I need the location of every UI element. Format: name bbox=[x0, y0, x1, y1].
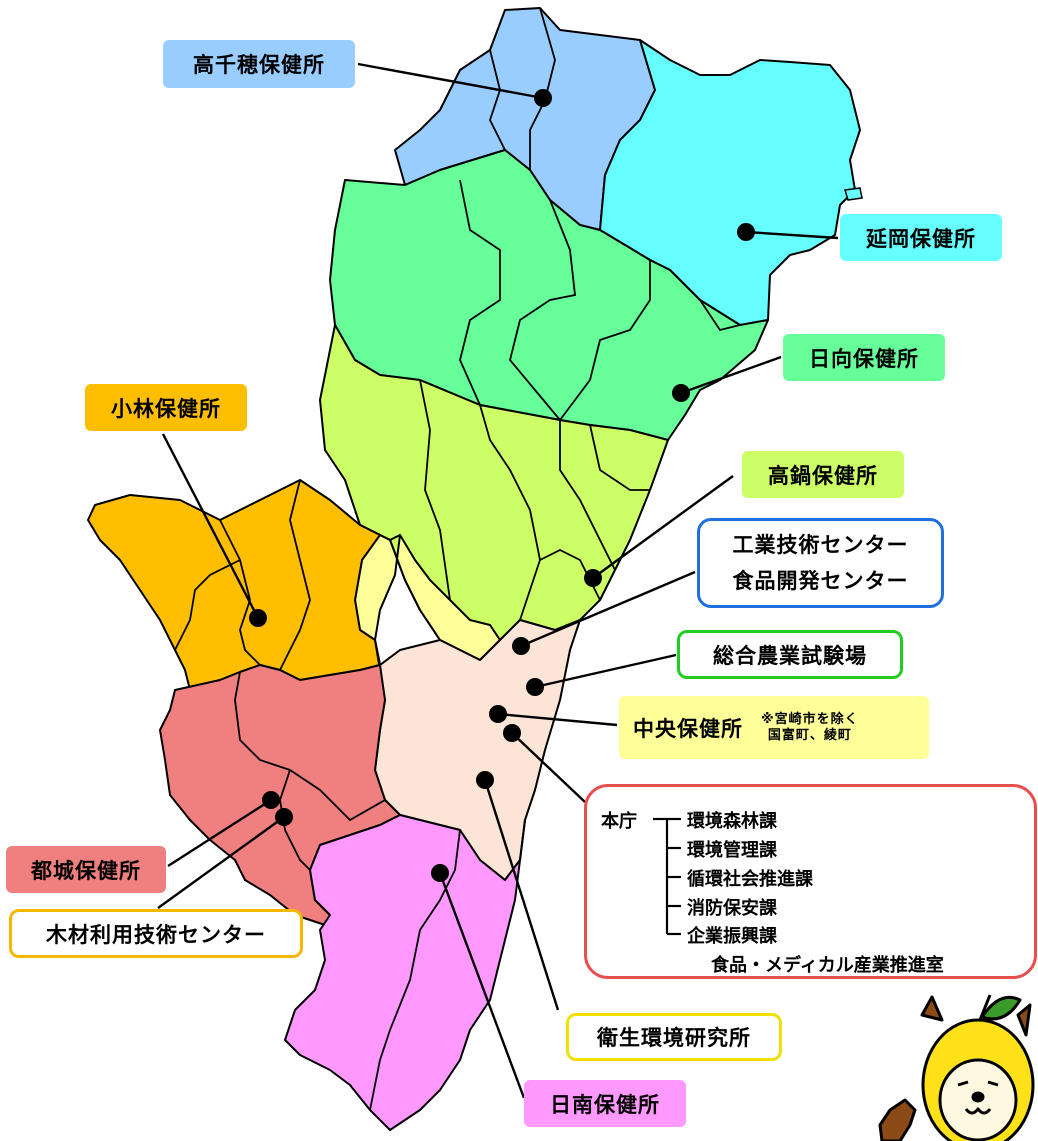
label-nobeoka-health-center: 延岡保健所 bbox=[840, 214, 1002, 261]
leader-nogyo bbox=[534, 653, 677, 689]
label-text: 木材利用技術センター bbox=[46, 922, 266, 947]
location-dot-kogyo bbox=[512, 637, 530, 655]
department-item: 環境森林課 bbox=[687, 811, 777, 832]
label-text: 高千穂保健所 bbox=[193, 53, 325, 77]
location-dot-eisei bbox=[476, 771, 494, 789]
label-chuo-health-center: 中央保健所 ※宮崎市を除く 国富町、綾町 bbox=[619, 696, 929, 759]
leader-mokuzai bbox=[157, 816, 285, 909]
leader-chuo bbox=[497, 712, 618, 727]
location-dot-nobeoka bbox=[737, 223, 755, 241]
label-health-environment-institute: 衛生環境研究所 bbox=[566, 1013, 782, 1061]
location-dot-nogyo bbox=[526, 678, 544, 696]
label-hyuga-health-center: 日向保健所 bbox=[783, 334, 945, 381]
leader-honcho bbox=[511, 732, 586, 803]
location-dot-miyakonojo bbox=[262, 791, 280, 809]
department-item: 消防保安課 bbox=[687, 898, 777, 919]
label-text: 高鍋保健所 bbox=[768, 463, 878, 488]
label-text-line2: 食品開発センター bbox=[732, 569, 909, 593]
label-text: 小林保健所 bbox=[111, 396, 221, 421]
leader-kobayashi bbox=[161, 433, 260, 619]
location-dot-honcho bbox=[503, 724, 521, 742]
leader-kogyo bbox=[520, 570, 696, 648]
department-item: 企業振興課 bbox=[687, 926, 777, 947]
label-text: 総合農業試験場 bbox=[713, 643, 867, 668]
region-kobayashi bbox=[87, 479, 381, 691]
headquarters-title: 本庁 bbox=[601, 811, 637, 832]
leader-nichinan bbox=[438, 872, 526, 1099]
label-miyakonojo-health-center: 都城保健所 bbox=[6, 846, 166, 893]
location-dot-hyuga bbox=[672, 384, 690, 402]
location-dot-chuo bbox=[489, 705, 507, 723]
department-item: 環境管理課 bbox=[687, 840, 777, 861]
leader-miyakonojo bbox=[167, 798, 272, 868]
label-text: 日南保健所 bbox=[550, 1092, 660, 1117]
label-text-line1: 工業技術センター bbox=[732, 533, 909, 557]
leader-eisei bbox=[483, 779, 560, 1011]
region-nobeoka bbox=[599, 39, 861, 326]
location-dot-takanabe bbox=[584, 569, 602, 587]
leader-hyuga bbox=[680, 355, 782, 395]
leader-takanabe bbox=[592, 475, 734, 579]
label-agricultural-experiment-station: 総合農業試験場 bbox=[677, 630, 903, 679]
location-dot-takachiho bbox=[534, 89, 552, 107]
label-nichinan-health-center: 日南保健所 bbox=[524, 1080, 686, 1127]
label-takanabe-health-center: 高鍋保健所 bbox=[742, 451, 904, 498]
leader-takachiho bbox=[357, 62, 544, 100]
headquarters-box: 本庁 環境森林課 環境管理課 循環社会推進課 消防保安課 企業振興課 食品・メデ… bbox=[584, 784, 1037, 979]
label-note: ※宮崎市を除く 国富町、綾町 bbox=[761, 712, 859, 744]
label-note-line2: 国富町、綾町 bbox=[767, 727, 852, 743]
location-dot-mokuzai bbox=[275, 808, 293, 826]
location-dot-nichinan bbox=[431, 864, 449, 882]
location-dot-kobayashi bbox=[249, 609, 267, 627]
yuzu-dog-mascot-icon bbox=[878, 994, 1035, 1141]
label-takachiho-health-center: 高千穂保健所 bbox=[163, 40, 355, 88]
department-sub-item: 食品・メディカル産業推進室 bbox=[711, 955, 944, 976]
label-text: 都城保健所 bbox=[31, 858, 141, 883]
label-text: 延岡保健所 bbox=[866, 226, 976, 251]
label-text: 衛生環境研究所 bbox=[597, 1026, 751, 1050]
label-kobayashi-health-center: 小林保健所 bbox=[85, 384, 247, 431]
department-item: 循環社会推進課 bbox=[687, 869, 813, 890]
label-note-line1: ※宮崎市を除く bbox=[761, 711, 859, 727]
label-industrial-tech-center: 工業技術センター 食品開発センター bbox=[697, 518, 944, 608]
label-wood-utilization-tech-center: 木材利用技術センター bbox=[9, 909, 303, 958]
leader-nobeoka bbox=[745, 230, 839, 240]
label-text: 中央保健所 bbox=[633, 716, 743, 741]
label-text: 日向保健所 bbox=[809, 346, 919, 371]
org-tree-lines bbox=[653, 817, 681, 936]
